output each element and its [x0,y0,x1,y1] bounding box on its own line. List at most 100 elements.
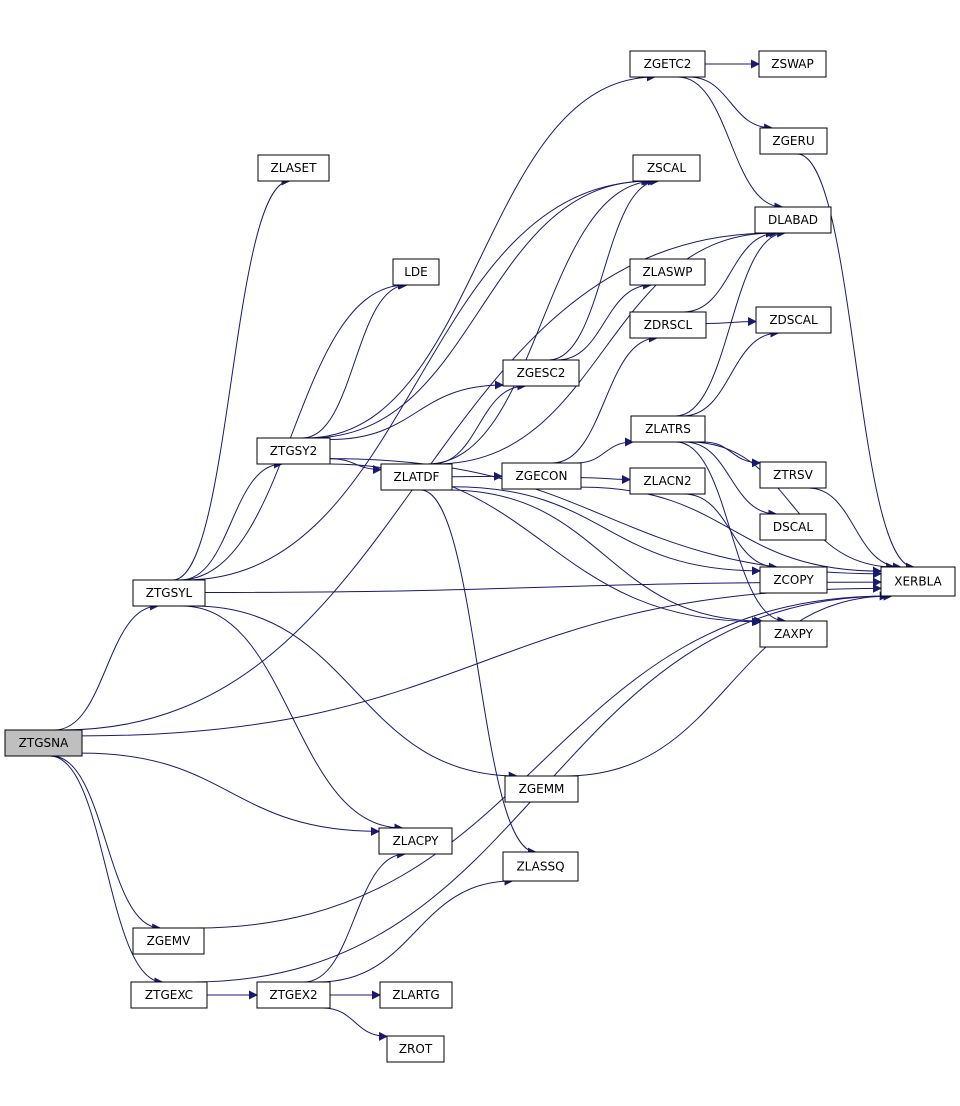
edge-ztgsna-to-zlacpy [81,752,380,836]
node-label: ZGECON [516,469,568,483]
edge-zlatdf-to-dlabad [435,228,775,465]
node-zlacn2[interactable]: ZLACN2 [629,467,706,495]
edge-ztgsy2-to-lde [302,280,409,439]
node-zcopy[interactable]: ZCOPY [759,566,828,594]
node-label: ZGESC2 [517,366,566,380]
node-label: ZTGEXC [145,988,193,1002]
edge-zgesc2-to-zscal [548,176,660,361]
node-label: DSCAL [773,520,813,534]
node-label: ZSWAP [771,57,814,71]
node-label: ZLASWP [642,265,692,279]
node-label: ZTGSY2 [270,444,317,458]
edge-ztrsv-to-xerbla [808,487,902,572]
node-label: LDE [404,265,428,279]
node-label: XERBLA [894,575,942,589]
node-label: ZTGEX2 [269,988,317,1002]
edge-ztgex2-to-zlassq [318,876,514,983]
edge-zlatdf-to-zgesc2 [432,381,527,465]
node-zgecon[interactable]: ZGECON [501,462,582,490]
node-zlaset[interactable]: ZLASET [257,154,330,182]
node-label: ZLASET [271,161,318,175]
edge-ztgsyl-to-zlaset [172,176,291,581]
edge-zlatdf-to-zcopy [451,486,761,576]
edge-ztgex2-to-zlacpy [303,849,407,983]
edge-ztgsyl-to-zscal [184,176,653,581]
node-zrot[interactable]: ZROT [386,1035,445,1063]
node-label: ZTGSYL [146,586,193,600]
node-zlartg[interactable]: ZLARTG [379,981,453,1009]
node-zlacpy[interactable]: ZLACPY [378,827,453,855]
edge-ztgsna-to-xerbla [81,583,882,737]
node-zgesc2[interactable]: ZGESC2 [502,359,580,387]
edge-ztgsna-to-ztgsyl [54,601,160,731]
node-zdscal[interactable]: ZDSCAL [755,306,832,334]
edge-zgemv-to-xerbla [195,591,889,929]
edge-zlatdf-to-zscal [427,176,657,465]
node-label: ZGEMV [147,934,191,948]
node-label: ZLARTG [392,988,439,1002]
edge-ztgsyl-to-xerbla [204,577,882,593]
node-lde[interactable]: LDE [392,258,440,286]
node-zgemv[interactable]: ZGEMV [132,927,205,955]
edge-zgesc2-to-zlaswp [557,280,653,361]
nodes-layer: ZTGSNA ZTGSYL ZGEMV ZTGEXC ZLASET ZTGSY2… [4,50,956,1063]
node-dlabad[interactable]: DLABAD [754,206,832,234]
edge-zdrscl-to-dlabad [683,228,779,313]
node-ztrsv[interactable]: ZTRSV [759,461,827,489]
node-label: DLABAD [768,213,818,227]
edge-ztgsna-to-ztgexc [49,755,164,987]
node-zlassq[interactable]: ZLASSQ [502,851,579,882]
node-label: ZCOPY [773,573,814,587]
edge-zlatrs-to-ztrsv [703,441,761,468]
node-zlaswp[interactable]: ZLASWP [629,258,706,286]
node-zaxpy[interactable]: ZAXPY [759,620,828,648]
node-zgemm[interactable]: ZGEMM [504,775,579,803]
edge-zgetc2-to-dlabad [677,76,784,212]
edge-zgemm-to-xerbla [565,591,893,777]
edge-zlacn2-to-zcopy [684,493,778,572]
node-zlatdf[interactable]: ZLATDF [380,463,453,491]
edge-zgeru-to-xerbla [797,153,915,572]
edge-zgecon-to-zdrscl [552,333,659,464]
node-label: ZGETC2 [644,57,692,71]
edge-ztgex2-to-zrot [322,1007,388,1041]
node-label: ZTRSV [773,468,814,482]
node-ztgex2[interactable]: ZTGEX2 [256,981,331,1009]
node-dscal[interactable]: DSCAL [759,513,827,541]
edge-zlatrs-to-xerbla [689,441,896,572]
edge-ztgsy2-to-zgesc2 [329,380,504,440]
edge-zlatdf-to-zlassq [420,489,537,857]
edge-zgetc2-to-zgeru [688,76,774,133]
node-zscal[interactable]: ZSCAL [632,154,701,182]
node-label: ZGEMM [519,782,565,796]
node-label: ZDRSCL [644,318,693,332]
edge-ztgsyl-to-zlacpy [181,605,404,833]
node-zdrscl[interactable]: ZDRSCL [629,311,707,339]
edge-ztgsyl-to-ztgsy2 [180,459,284,581]
node-label: ZLACPY [393,834,440,848]
node-ztgsy2[interactable]: ZTGSY2 [256,437,331,465]
node-zgetc2[interactable]: ZGETC2 [629,50,706,78]
edge-zlatdf-to-zaxpy [447,489,764,626]
edge-ztgsy2-to-zscal [310,176,651,439]
edge-zgecon-to-zlatrs [576,437,634,464]
node-ztgsna[interactable]: ZTGSNA [4,729,83,757]
edge-zlatrs-to-dscal [684,441,778,519]
node-label: ZAXPY [774,627,814,641]
node-label: ZTGSNA [19,736,69,750]
node-zswap[interactable]: ZSWAP [758,50,827,78]
node-ztgexc[interactable]: ZTGEXC [130,981,208,1009]
node-label: ZSCAL [647,161,686,175]
node-ztgsyl[interactable]: ZTGSYL [132,579,206,607]
node-zlatrs[interactable]: ZLATRS [630,415,706,443]
node-label: ZGERU [772,134,814,148]
edge-ztgsyl-to-zgemm [193,605,518,781]
edge-ztgsy2-to-zgetc2 [306,72,656,439]
edge-ztgsyl-to-lde [179,280,407,581]
node-label: ZLATRS [645,422,691,436]
node-label: ZLACN2 [643,474,691,488]
node-zgeru[interactable]: ZGERU [759,127,828,155]
node-label: ZLATDF [394,470,440,484]
node-xerbla[interactable]: XERBLA [880,566,956,597]
